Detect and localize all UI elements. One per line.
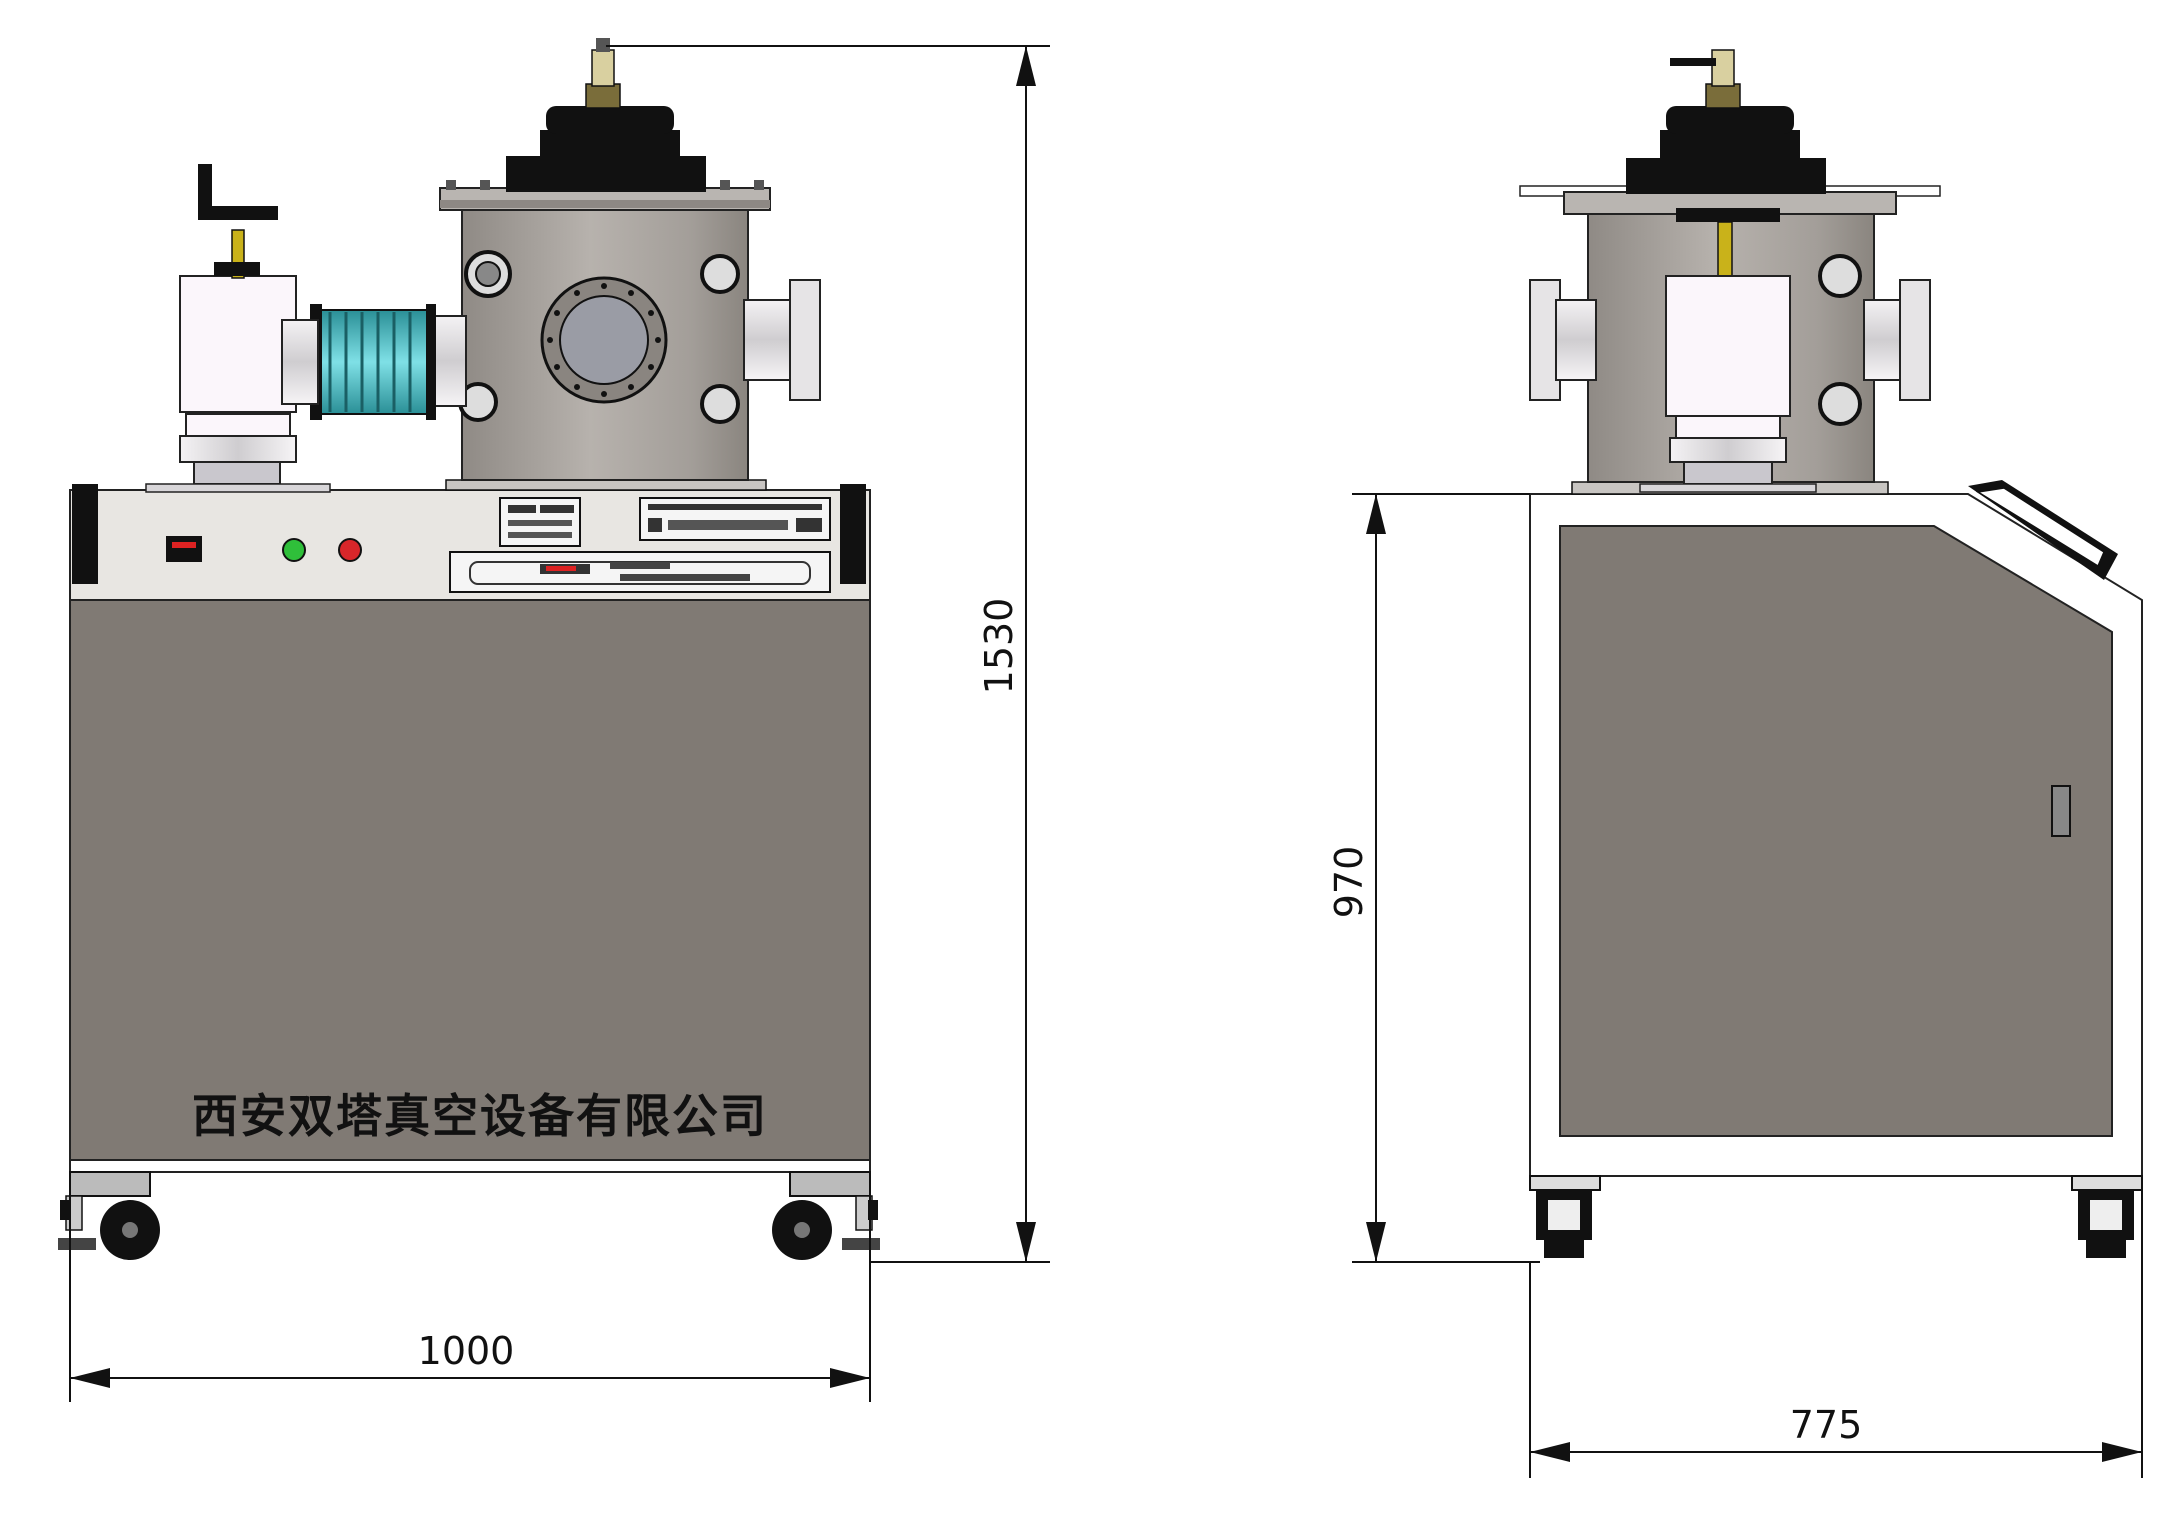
door-handle (2051, 785, 2071, 837)
green-indicator-light (282, 538, 306, 562)
front-cabinet (69, 599, 871, 1166)
gauge-controller (499, 497, 581, 547)
side-caster-left (1529, 1175, 1601, 1258)
left-panel-handle (72, 484, 98, 584)
red-indicator-light (338, 538, 362, 562)
dim-front-width: 1000 (418, 1329, 515, 1373)
side-door (1559, 525, 2113, 1137)
dim-front-height: 1530 (977, 598, 1021, 695)
dim-side-width: 775 (1790, 1403, 1863, 1447)
right-panel-handle (840, 484, 866, 584)
company-name: 西安双塔真空设备有限公司 (192, 1089, 768, 1143)
power-supply-unit (449, 551, 831, 593)
front-caster-left (58, 1171, 160, 1260)
vacuum-chamber (439, 38, 821, 491)
dim-side-height: 970 (1327, 846, 1371, 919)
power-switch (166, 536, 202, 562)
angle-valve (145, 164, 331, 493)
front-caster-right (772, 1171, 880, 1260)
bellows-assembly (310, 304, 467, 420)
temperature-controller (639, 497, 831, 541)
side-caster-right (2071, 1175, 2143, 1258)
front-view: 西安双塔真空设备有限公司 (58, 38, 880, 1260)
side-chamber (1519, 49, 1941, 495)
dimension-lines (69, 45, 2143, 1478)
side-view (1519, 49, 2143, 1258)
